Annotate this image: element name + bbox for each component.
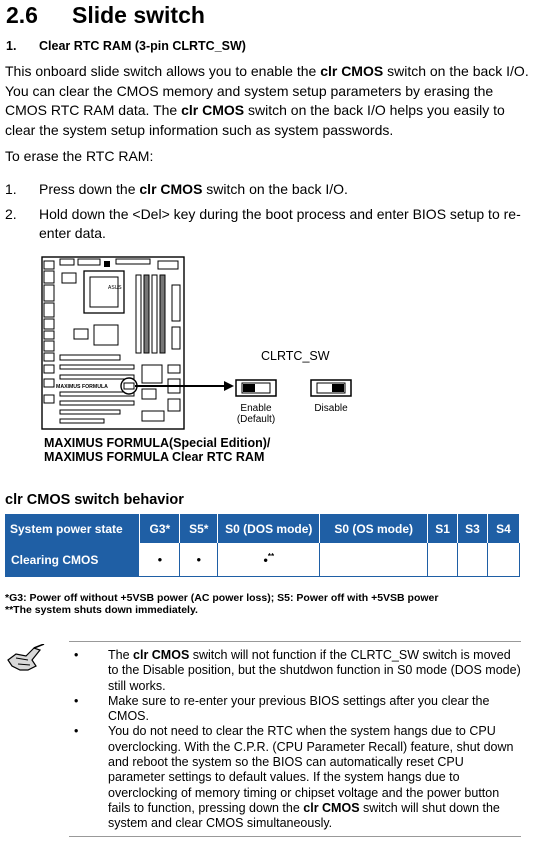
note-item: • You do not need to clear the RTC when … xyxy=(69,724,521,831)
svg-text:ASUS: ASUS xyxy=(108,285,122,291)
note-text-post: switch will not function if the CLRTC_SW… xyxy=(108,648,521,693)
table-cell: • xyxy=(179,543,219,577)
switch-disable-diagram xyxy=(310,379,352,397)
note-item: • The clr CMOS switch will not function … xyxy=(69,648,521,694)
pointer-arrow xyxy=(135,381,234,391)
cell-superscript: ** xyxy=(267,551,275,561)
table-header: S5* xyxy=(179,514,219,543)
note-keyword: clr CMOS xyxy=(303,800,360,815)
enable-text: Enable xyxy=(240,403,272,414)
table-cell xyxy=(487,543,521,577)
switch-title: CLRTC_SW xyxy=(261,349,330,363)
table-title: clr CMOS switch behavior xyxy=(5,492,184,508)
table-header: System power state xyxy=(5,514,141,543)
table-header: G3* xyxy=(139,514,181,543)
table-footnotes: *G3: Power off without +5VSB power (AC p… xyxy=(5,592,438,616)
step-text-post: switch on the back I/O. xyxy=(202,181,348,197)
intro-paragraph: This onboard slide switch allows you to … xyxy=(5,62,530,140)
intro-keyword-2: clr CMOS xyxy=(181,102,245,118)
cell-bullet: • xyxy=(263,552,268,568)
board-model-label: MAXIMUS FORMULA xyxy=(56,384,108,390)
switch-enable-diagram xyxy=(235,379,277,397)
figure-caption: MAXIMUS FORMULA(Special Edition)/ MAXIMU… xyxy=(44,436,270,464)
step-number: 2. xyxy=(5,206,17,222)
intro-text-1: This onboard slide switch allows you to … xyxy=(5,63,321,79)
subsection-title: Clear RTC RAM (3-pin CLRTC_SW) xyxy=(39,39,246,53)
default-text: (Default) xyxy=(236,414,276,425)
section-title: Slide switch xyxy=(72,2,205,28)
section-number: 2.6 xyxy=(6,2,38,28)
intro-text-2: switch on the back I/O. You can clear th… xyxy=(5,63,529,118)
section-heading: 2.6 Slide switch xyxy=(6,2,205,29)
table-header: S4 xyxy=(487,514,521,543)
table-header: S0 (OS mode) xyxy=(319,514,429,543)
table-cell xyxy=(457,543,488,577)
footnote: **The system shuts down immediately. xyxy=(5,604,198,616)
note-bullet: • xyxy=(74,724,79,739)
table-cell xyxy=(319,543,429,577)
disable-label: Disable xyxy=(314,403,348,414)
intro-keyword-1: clr CMOS xyxy=(320,63,384,79)
note-text: You do not need to clear the RTC when th… xyxy=(108,724,521,831)
note-text-pre: The xyxy=(108,648,134,662)
step-number: 1. xyxy=(5,181,17,197)
motherboard-diagram: ASUS MAXIMUS FORMULA xyxy=(41,256,185,430)
step-text: Hold down the <Del> key during the boot … xyxy=(39,206,521,241)
note-hand-icon xyxy=(7,644,45,671)
notes-box: • The clr CMOS switch will not function … xyxy=(69,641,521,837)
caption-line-2: MAXIMUS FORMULA Clear RTC RAM xyxy=(44,450,265,464)
table-row: Clearing CMOS • • •** xyxy=(5,543,521,577)
note-item: • Make sure to re-enter your previous BI… xyxy=(69,694,521,725)
step-item: 1. Press down the clr CMOS switch on the… xyxy=(5,180,525,199)
table-cell: Clearing CMOS xyxy=(5,543,141,577)
note-text: Make sure to re-enter your previous BIOS… xyxy=(108,693,490,724)
table-header: S3 xyxy=(457,514,488,543)
step-text: Press down the clr CMOS switch on the ba… xyxy=(39,180,348,199)
note-keyword: clr CMOS xyxy=(133,648,190,662)
steps-list: 1. Press down the clr CMOS switch on the… xyxy=(5,180,525,249)
table-cell xyxy=(427,543,459,577)
table-cell: • xyxy=(139,543,181,577)
step-text-pre: Press down the xyxy=(39,181,140,197)
table-header: S1 xyxy=(427,514,459,543)
step-keyword: clr CMOS xyxy=(139,181,203,197)
behavior-table: System power state G3* S5* S0 (DOS mode)… xyxy=(5,514,521,577)
caption-line-1: MAXIMUS FORMULA(Special Edition)/ xyxy=(44,436,271,450)
table-header: S0 (DOS mode) xyxy=(217,514,321,543)
note-text-post: switch will shut down the system and cle… xyxy=(108,800,500,831)
table-cell: •** xyxy=(217,543,321,577)
table-header-row: System power state G3* S5* S0 (DOS mode)… xyxy=(5,514,521,543)
note-bullet: • xyxy=(74,648,79,662)
step-item: 2. Hold down the <Del> key during the bo… xyxy=(5,205,525,243)
erase-intro: To erase the RTC RAM: xyxy=(5,148,154,164)
note-bullet: • xyxy=(74,693,79,708)
note-text-pre: You do not need to clear the RTC when th… xyxy=(108,724,514,815)
subsection-number: 1. xyxy=(6,39,17,53)
notes-list: • The clr CMOS switch will not function … xyxy=(69,648,521,832)
intro-text-3: switch on the back I/O helps you easily … xyxy=(5,102,505,138)
footnote: *G3: Power off without +5VSB power (AC p… xyxy=(5,592,439,604)
enable-label: Enable (Default) xyxy=(232,403,280,425)
note-text: The clr CMOS switch will not function if… xyxy=(108,648,521,694)
subsection-heading: 1. Clear RTC RAM (3-pin CLRTC_SW) xyxy=(6,39,246,53)
